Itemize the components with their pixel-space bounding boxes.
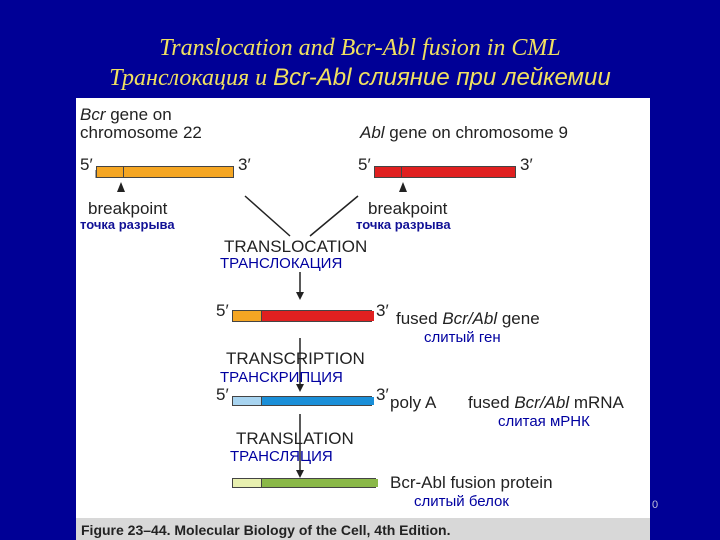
title-russian-part1: Транслокация и bbox=[109, 65, 274, 91]
poly-a-label: poly A bbox=[390, 393, 437, 412]
abl-gene-label: Abl gene on chromosome 9 bbox=[360, 123, 568, 142]
bcr-gene-label-line2: chromosome 22 bbox=[80, 123, 202, 142]
abl-breakpoint-label-ru: точка разрыва bbox=[356, 217, 451, 232]
page-number: 0 bbox=[652, 499, 659, 511]
bcr-gene-segment bbox=[97, 167, 233, 177]
fused-gene-five-prime: 5′ bbox=[216, 301, 229, 320]
slide-title-english: Translocation and Bcr-Abl fusion in CML bbox=[159, 35, 561, 61]
abl-breakpoint-label: breakpoint bbox=[368, 199, 448, 218]
fusion-protein-bar bbox=[232, 478, 378, 488]
bcr-gene-bar bbox=[96, 166, 234, 178]
bcr-five-prime: 5′ bbox=[80, 155, 93, 174]
transcription-label: TRANSCRIPTION bbox=[226, 349, 365, 368]
bcr-breakpoint-label: breakpoint bbox=[88, 199, 168, 218]
fused-gene-bcr-segment bbox=[233, 311, 261, 321]
figure-caption-bar: Figure 23–44. Molecular Biology of the C… bbox=[76, 518, 650, 540]
fused-mrna-label-ru: слитая мРНК bbox=[498, 413, 590, 430]
protein-abl-segment bbox=[261, 479, 378, 487]
mrna-five-prime: 5′ bbox=[216, 385, 229, 404]
fused-gene-abl-segment bbox=[261, 311, 374, 321]
fusion-protein-label-ru: слитый белок bbox=[414, 493, 509, 510]
fused-mrna-bar bbox=[232, 396, 374, 406]
abl-breakpoint-divider bbox=[401, 167, 402, 177]
title-russian-part2: Bcr-Abl слияние при лейкемии bbox=[273, 64, 611, 91]
mrna-bcr-segment bbox=[233, 397, 261, 405]
translation-label: TRANSLATION bbox=[236, 429, 354, 448]
abl-breakpoint-marker bbox=[399, 182, 407, 192]
fused-gene-label-ru: слитый ген bbox=[424, 329, 501, 346]
protein-bcr-segment bbox=[233, 479, 261, 487]
translocation-label: TRANSLOCATION bbox=[224, 237, 368, 256]
bcr-gene-label-line1: Bcr gene on bbox=[80, 105, 172, 124]
bcr-breakpoint-marker bbox=[117, 182, 125, 192]
abl-three-prime: 3′ bbox=[520, 155, 533, 174]
transcription-label-ru: ТРАНСКРИПЦИЯ bbox=[220, 369, 343, 386]
mrna-abl-segment bbox=[261, 397, 374, 405]
abl-gene-segment bbox=[375, 167, 515, 177]
bcr-breakpoint-label-ru: точка разрыва bbox=[80, 217, 175, 232]
fused-gene-bar bbox=[232, 310, 374, 322]
bcr-three-prime: 3′ bbox=[238, 155, 251, 174]
fused-mrna-label: fused Bcr/Abl mRNA bbox=[468, 393, 624, 412]
translocation-label-ru: ТРАНСЛОКАЦИЯ bbox=[220, 255, 343, 272]
abl-gene-bar bbox=[374, 166, 516, 178]
fused-gene-three-prime: 3′ bbox=[376, 301, 389, 320]
translation-label-ru: ТРАНСЛЯЦИЯ bbox=[230, 448, 333, 465]
bcr-breakpoint-divider bbox=[123, 167, 124, 177]
fused-gene-label: fused Bcr/Abl gene bbox=[396, 309, 540, 328]
figure-caption: Figure 23–44. Molecular Biology of the C… bbox=[81, 522, 451, 538]
abl-five-prime: 5′ bbox=[358, 155, 371, 174]
fusion-protein-label: Bcr-Abl fusion protein bbox=[390, 473, 553, 492]
slide-title-russian: Транслокация и Bcr-Abl слияние при лейке… bbox=[0, 64, 720, 92]
mrna-three-prime: 3′ bbox=[376, 385, 389, 404]
